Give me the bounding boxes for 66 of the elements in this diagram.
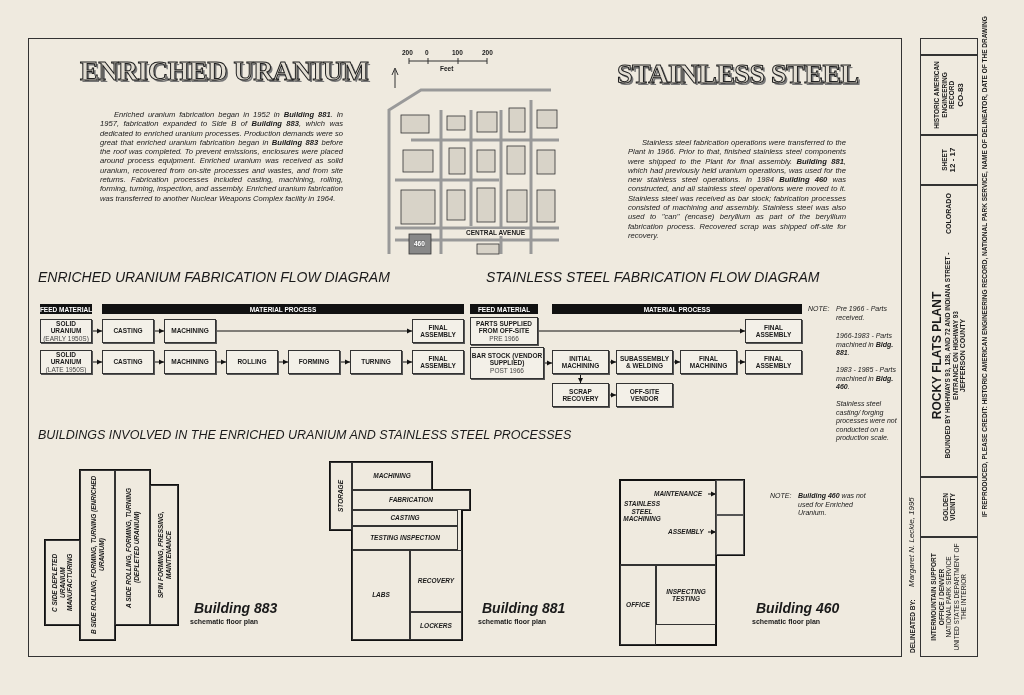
arrow — [537, 328, 746, 334]
room — [80, 470, 115, 640]
building-caption: Building 881 — [482, 600, 566, 616]
process-box — [745, 350, 802, 374]
process-box — [164, 350, 216, 374]
arrow — [215, 359, 227, 365]
room — [620, 480, 716, 565]
arrow — [608, 392, 617, 398]
arrow — [339, 359, 351, 365]
arrow — [153, 328, 165, 334]
arrow — [277, 359, 289, 365]
process-box — [552, 350, 609, 374]
record-number: CO-83 — [955, 83, 965, 107]
room — [716, 515, 744, 555]
process-box — [680, 350, 737, 374]
process-box — [102, 319, 154, 343]
process-box — [226, 350, 278, 374]
room — [656, 565, 716, 625]
arrow — [91, 359, 103, 365]
section-title: STAINLESS STEEL FABRICATION FLOW DIAGRAM — [486, 269, 820, 285]
room — [45, 540, 80, 625]
heading: ENRICHED URANIUM — [80, 55, 369, 87]
process-box — [412, 319, 464, 343]
room — [352, 526, 458, 550]
arrow — [707, 529, 717, 535]
room — [410, 550, 462, 612]
process-box — [288, 350, 340, 374]
arrow — [608, 359, 617, 365]
delineator-name: Margaret N. Leckie, 1995 — [907, 497, 916, 587]
arrow — [215, 328, 413, 334]
room — [352, 462, 432, 490]
building-caption: Building 460 — [756, 600, 840, 616]
process-box — [470, 317, 538, 345]
room — [716, 480, 744, 515]
arrow — [707, 491, 717, 497]
room — [620, 565, 656, 645]
room — [352, 550, 410, 640]
arrow — [543, 360, 553, 366]
section-title: ENRICHED URANIUM FABRICATION FLOW DIAGRAM — [38, 269, 390, 285]
arrow — [401, 359, 413, 365]
arrow — [578, 373, 583, 384]
room — [410, 612, 462, 640]
process-box — [552, 383, 609, 407]
room — [352, 510, 458, 526]
plant-name: ROCKY FLATS PLANT — [931, 291, 944, 420]
process-box — [350, 350, 402, 374]
process-box — [40, 350, 92, 374]
process-box — [470, 347, 544, 379]
room — [330, 462, 352, 530]
process-box — [745, 319, 802, 343]
section-title: BUILDINGS INVOLVED IN THE ENRICHED URANIUM AND STAINLESS STEEL PROCESSES — [38, 428, 572, 442]
process-box — [40, 319, 92, 343]
heading: STAINLESS STEEL — [617, 58, 859, 90]
room — [115, 470, 150, 625]
process-box — [616, 383, 673, 407]
arrow — [153, 359, 165, 365]
arrow — [736, 359, 746, 365]
building-caption: Building 883 — [194, 600, 278, 616]
arrow — [91, 328, 103, 334]
process-box — [102, 350, 154, 374]
arrow — [672, 359, 681, 365]
process-box — [412, 350, 464, 374]
room — [150, 485, 178, 625]
process-box — [164, 319, 216, 343]
sheet-number: 12 - 17 — [948, 147, 958, 173]
room — [352, 490, 470, 510]
